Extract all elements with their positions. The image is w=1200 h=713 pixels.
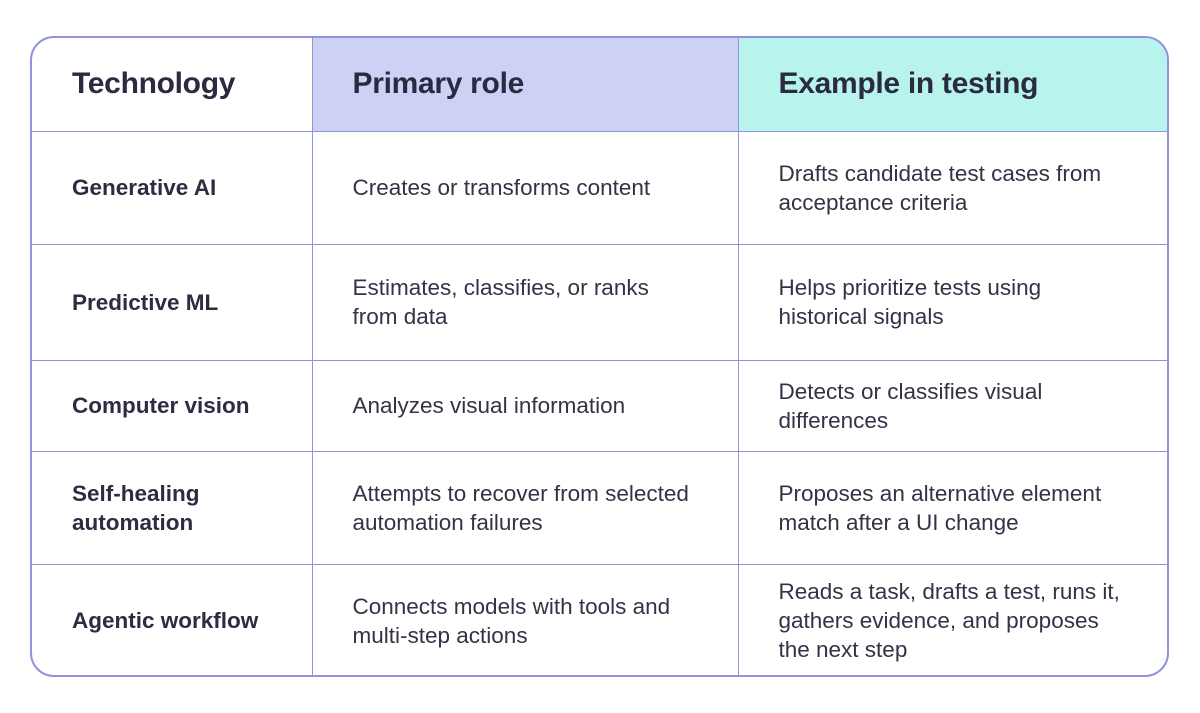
cell-technology: Computer vision xyxy=(32,359,313,452)
table-row: Generative AI Creates or transforms cont… xyxy=(32,130,1167,245)
cell-technology: Generative AI xyxy=(32,130,313,245)
header-example-in-testing: Example in testing xyxy=(737,38,1167,132)
cell-example: Drafts candidate test cases from accepta… xyxy=(737,130,1167,245)
cell-technology: Self-healing automation xyxy=(32,450,313,565)
cell-primary-role: Analyzes visual information xyxy=(311,359,739,452)
technology-table: Technology Primary role Example in testi… xyxy=(32,38,1167,675)
cell-primary-role: Attempts to recover from selected automa… xyxy=(311,450,739,565)
cell-example: Reads a task, drafts a test, runs it, ga… xyxy=(737,563,1167,675)
header-row: Technology Primary role Example in testi… xyxy=(32,38,1167,132)
header-primary-role: Primary role xyxy=(311,38,739,132)
table-row: Self-healing automation Attempts to reco… xyxy=(32,450,1167,565)
cell-example: Proposes an alternative element match af… xyxy=(737,450,1167,565)
cell-example: Helps prioritize tests using historical … xyxy=(737,243,1167,361)
header-technology: Technology xyxy=(32,38,313,132)
cell-primary-role: Estimates, classifies, or ranks from dat… xyxy=(311,243,739,361)
cell-primary-role: Creates or transforms content xyxy=(311,130,739,245)
table-row: Computer vision Analyzes visual informat… xyxy=(32,359,1167,452)
comparison-table: Technology Primary role Example in testi… xyxy=(30,36,1169,677)
table-row: Predictive ML Estimates, classifies, or … xyxy=(32,243,1167,361)
cell-technology: Agentic workflow xyxy=(32,563,313,675)
cell-example: Detects or classifies visual differences xyxy=(737,359,1167,452)
table-row: Agentic workflow Connects models with to… xyxy=(32,563,1167,675)
cell-primary-role: Connects models with tools and multi-ste… xyxy=(311,563,739,675)
cell-technology: Predictive ML xyxy=(32,243,313,361)
